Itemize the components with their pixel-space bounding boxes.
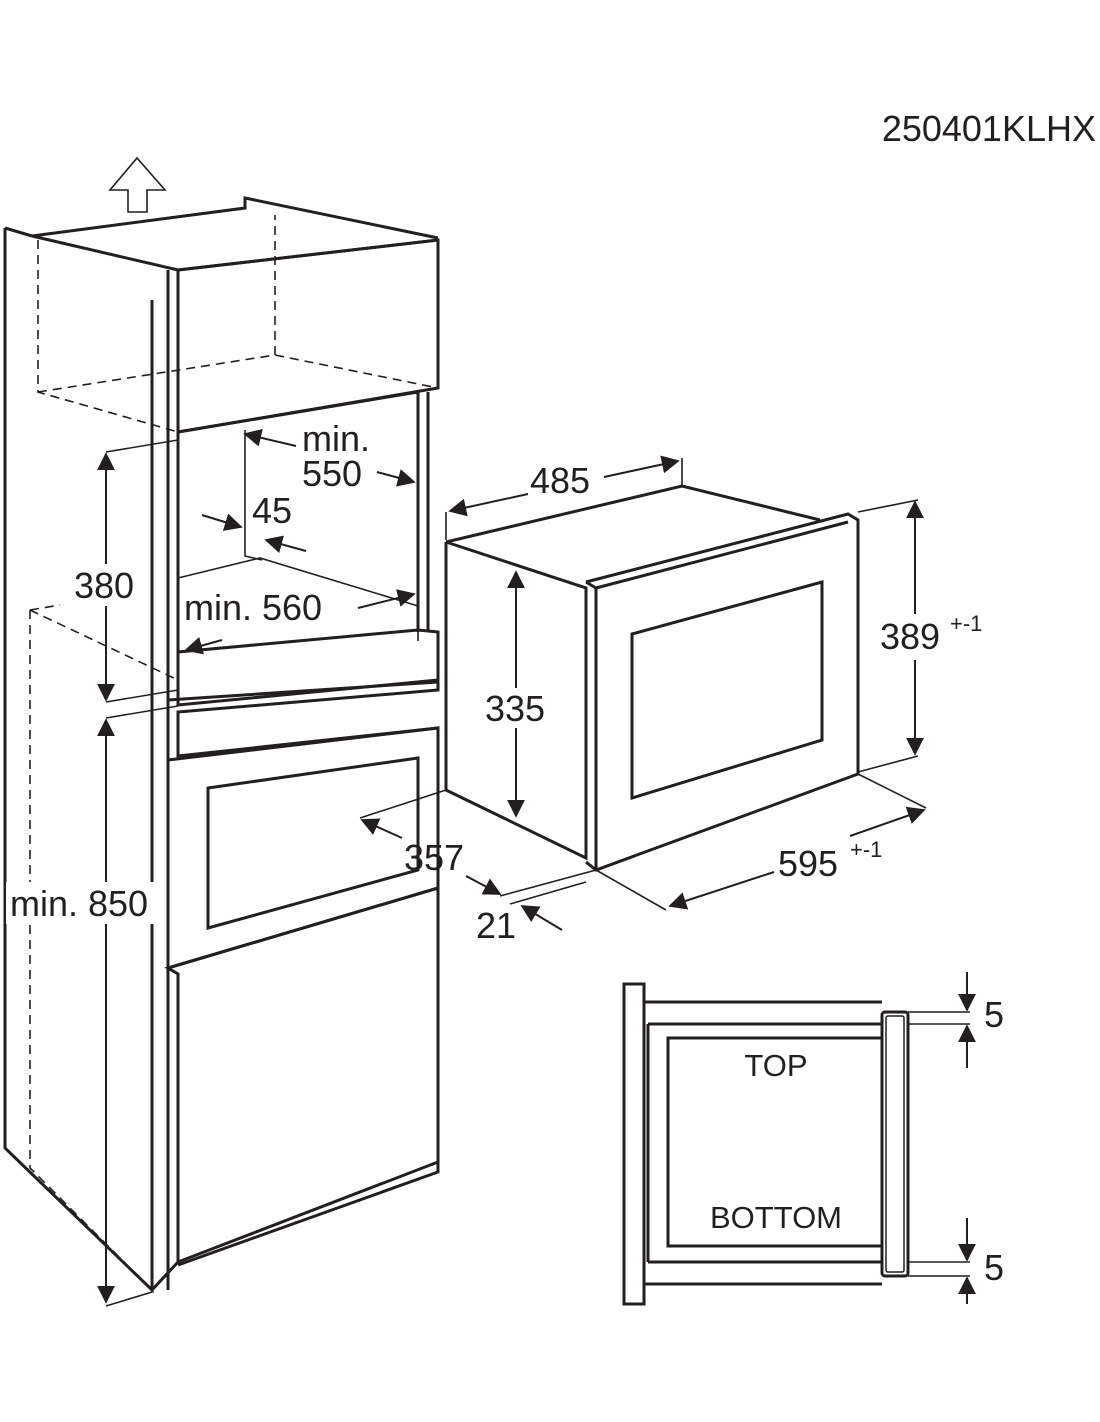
dim-595-tolerance: +-1 — [850, 837, 882, 862]
dim-45: 45 — [252, 490, 292, 531]
bottom-label: BOTTOM — [710, 1200, 842, 1235]
side-view: TOP BOTTOM 5 5 — [622, 972, 1004, 1306]
appliance-dimensions: 485 335 389 +-1 595 +-1 357 21 — [359, 455, 988, 946]
dim-min550-line1: min. — [302, 418, 370, 459]
dim-21: 21 — [476, 905, 516, 946]
dim-357: 357 — [404, 837, 464, 878]
dim-min850: min. 850 — [10, 883, 148, 924]
dim-485: 485 — [530, 460, 590, 501]
dim-380: 380 — [74, 565, 134, 606]
dim-389: 389 — [880, 616, 940, 657]
dim-595: 595 — [778, 843, 838, 884]
top-label: TOP — [744, 1048, 807, 1083]
cabinet-drawing — [3, 196, 440, 1294]
cabinet-dimensions: min. 550 45 380 min. 560 min. 850 — [6, 418, 416, 1307]
gap-top-value: 5 — [984, 994, 1004, 1035]
dim-min560: min. 560 — [184, 587, 322, 628]
gap-bottom-value: 5 — [984, 1247, 1004, 1288]
dim-389-tolerance: +-1 — [950, 611, 982, 636]
dim-335: 335 — [485, 688, 545, 729]
appliance-drawing — [444, 484, 860, 872]
dim-min550-line2: 550 — [302, 453, 362, 494]
ventilation-arrow-icon — [108, 156, 167, 213]
model-code: 250401KLHX — [882, 108, 1096, 149]
